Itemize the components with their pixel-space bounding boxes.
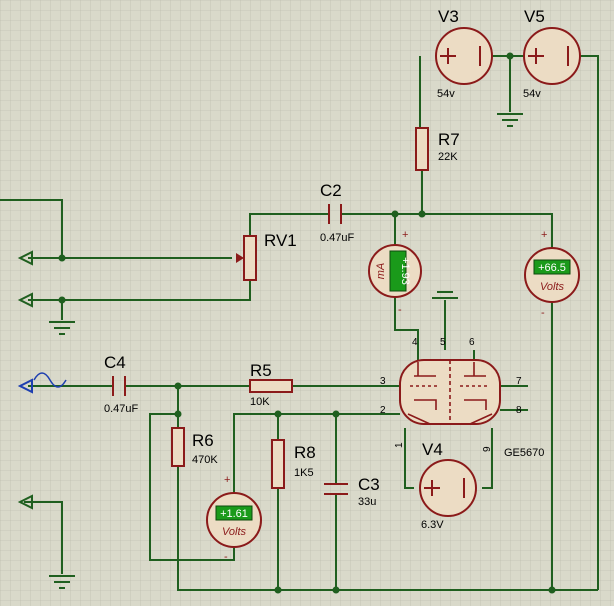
- C3-value: 33u: [358, 496, 376, 508]
- capacitor-C4[interactable]: C4 0.47uF: [104, 353, 139, 415]
- C4-value: 0.47uF: [104, 403, 139, 415]
- ammeter-ma[interactable]: +1.93 mA + -: [368, 229, 422, 316]
- capacitor-C2[interactable]: C2 0.47uF: [320, 181, 355, 244]
- R6-label: R6: [192, 431, 214, 450]
- wires: [0, 55, 599, 591]
- ma-plus: +: [402, 229, 408, 241]
- pin-2: 2: [380, 405, 386, 416]
- plate-reading: +66.5: [538, 262, 566, 274]
- V3-label: V3: [438, 7, 459, 26]
- R6-value: 470K: [192, 454, 218, 466]
- pin-7: 7: [516, 376, 522, 387]
- resistor-R7[interactable]: R7 22K: [415, 127, 460, 171]
- voltmeter-plate[interactable]: +66.5 Volts + -: [524, 229, 580, 319]
- C2-value: 0.47uF: [320, 232, 355, 244]
- R7-value: 22K: [438, 151, 458, 163]
- cathode-plus: +: [224, 474, 230, 486]
- ground-symbols: [49, 113, 523, 589]
- source-V3[interactable]: V3 54v: [435, 7, 493, 100]
- pin-5: 5: [440, 337, 446, 348]
- C2-label: C2: [320, 181, 342, 200]
- C3-label: C3: [358, 475, 380, 494]
- RV1-label: RV1: [264, 231, 297, 250]
- terminals: [17, 250, 33, 510]
- R8-value: 1K5: [294, 467, 314, 479]
- ma-reading: +1.93: [399, 257, 411, 285]
- resistor-R6[interactable]: R6 470K: [171, 427, 218, 467]
- R7-label: R7: [438, 130, 460, 149]
- V4-value: 6.3V: [421, 519, 444, 531]
- plate-minus: -: [541, 307, 545, 319]
- pin-9: 9: [482, 446, 493, 452]
- V4-label: V4: [422, 440, 443, 459]
- junctions: [58, 52, 556, 594]
- capacitor-C3[interactable]: C3 33u: [324, 475, 380, 508]
- sine-source-icon: [33, 372, 67, 388]
- V5-label: V5: [524, 7, 545, 26]
- tube-label: GE5670: [504, 447, 544, 459]
- pin-6: 6: [469, 337, 475, 348]
- cathode-reading: +1.61: [220, 508, 248, 520]
- plate-unit: Volts: [540, 281, 565, 293]
- V3-value: 54v: [437, 88, 455, 100]
- potentiometer-RV1[interactable]: RV1: [236, 231, 297, 281]
- voltmeter-cathode[interactable]: +1.61 Volts + -: [206, 474, 262, 563]
- plate-plus: +: [541, 229, 547, 241]
- R8-label: R8: [294, 443, 316, 462]
- R5-label: R5: [250, 361, 272, 380]
- source-V4[interactable]: V4 6.3V: [419, 440, 477, 531]
- pin-1: 1: [394, 442, 405, 448]
- resistor-R8[interactable]: R8 1K5: [271, 439, 316, 489]
- pin-4: 4: [412, 337, 418, 348]
- R5-value: 10K: [250, 396, 270, 408]
- ma-unit: mA: [375, 263, 387, 280]
- pin-3: 3: [380, 376, 386, 387]
- cathode-minus: -: [224, 551, 228, 563]
- pin-8: 8: [516, 405, 522, 416]
- resistor-R5[interactable]: R5 10K: [249, 361, 293, 408]
- tube-GE5670[interactable]: GE5670 4 5 6 3 2 7 8 1 9: [380, 337, 544, 459]
- ma-minus: -: [398, 304, 402, 316]
- source-V5[interactable]: V5 54v: [523, 7, 581, 100]
- cathode-unit: Volts: [222, 526, 247, 538]
- V5-value: 54v: [523, 88, 541, 100]
- C4-label: C4: [104, 353, 126, 372]
